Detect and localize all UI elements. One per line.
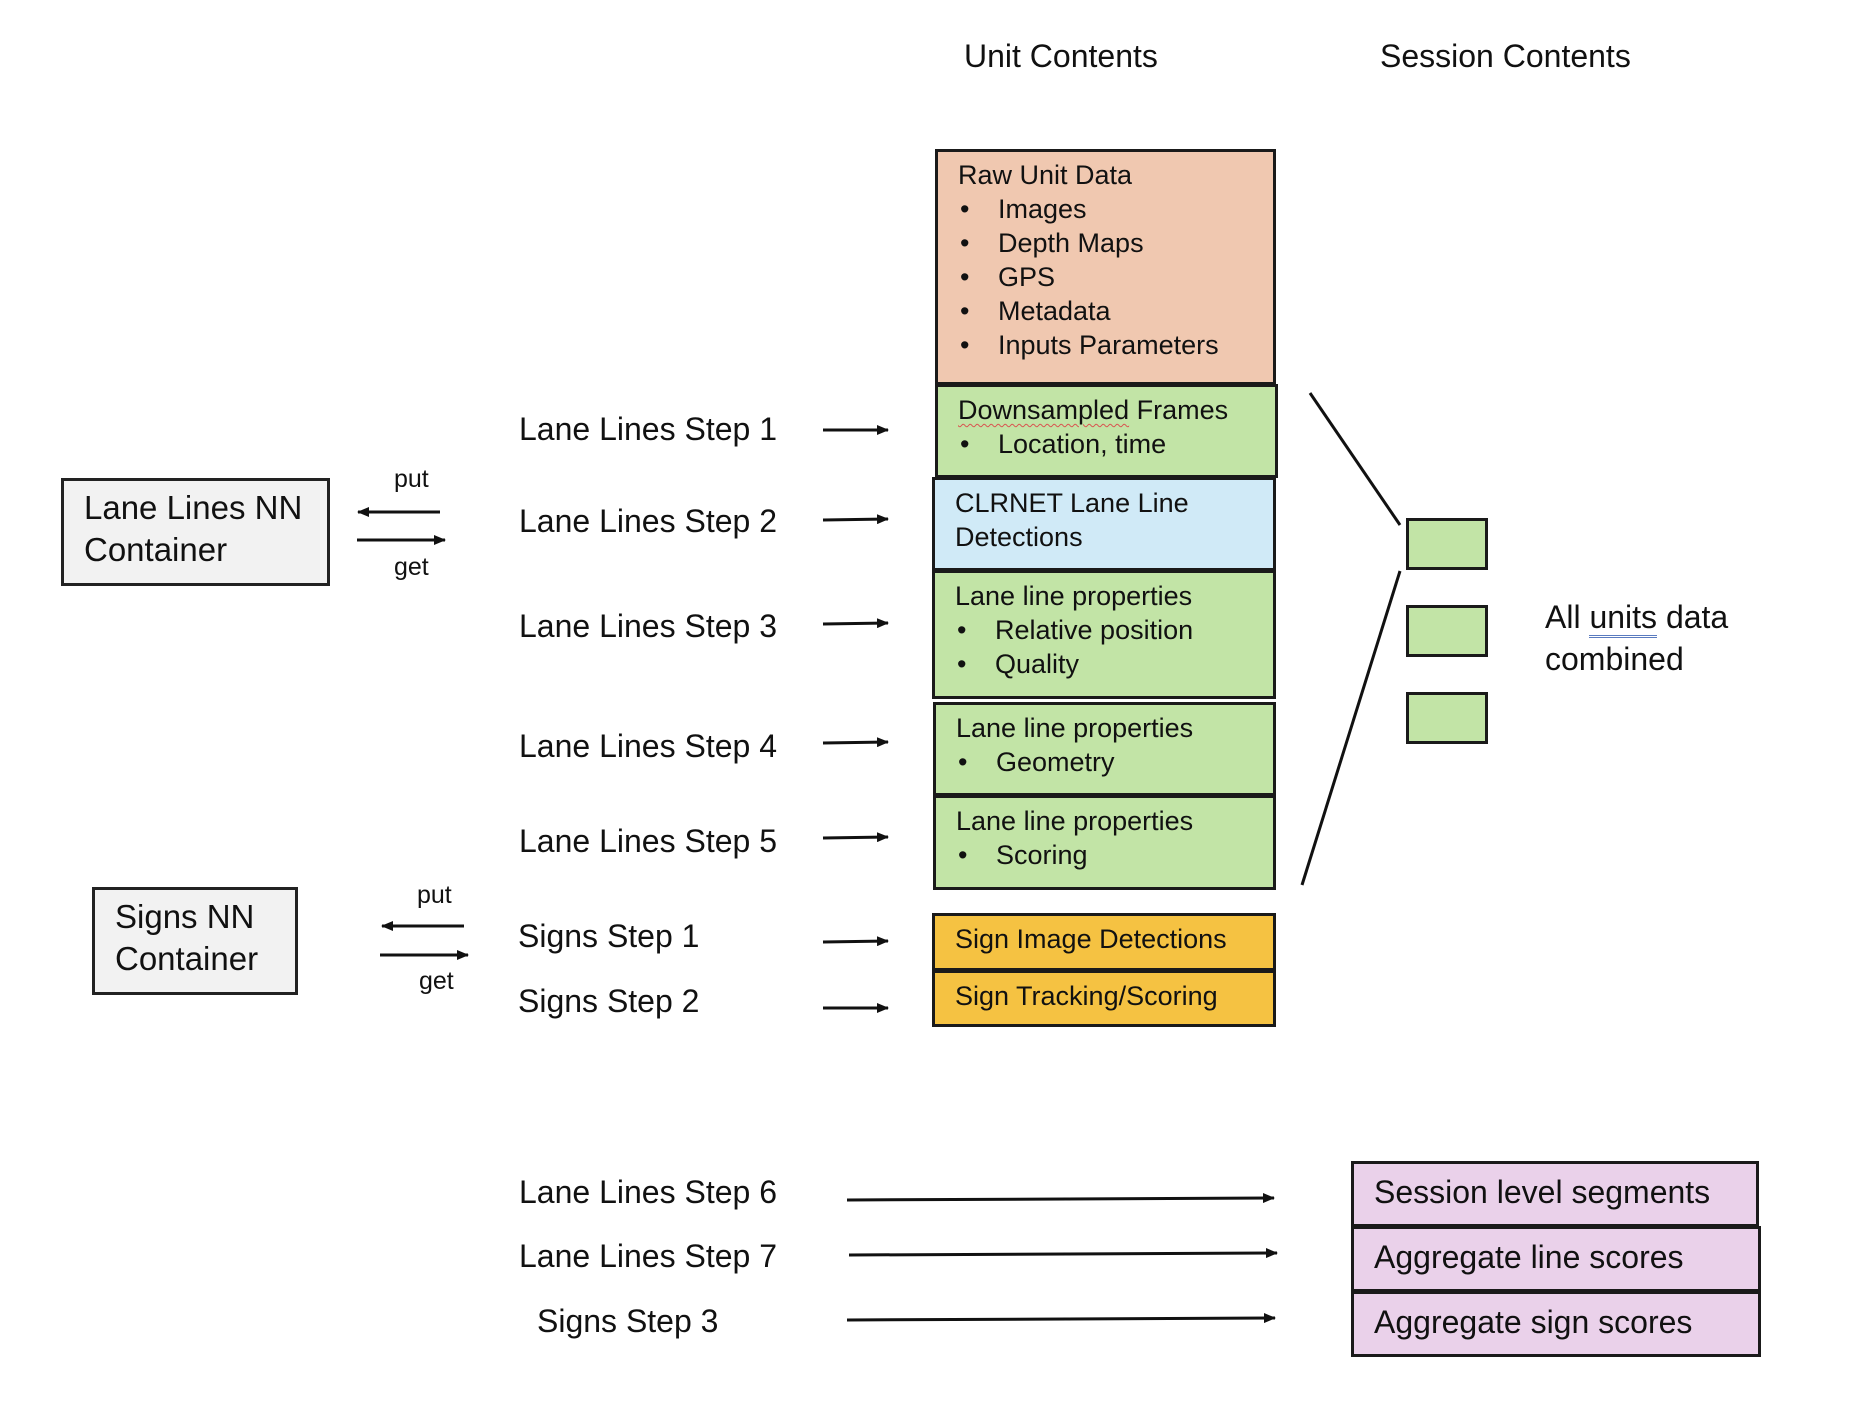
list-item: Inputs Parameters: [958, 328, 1253, 362]
list-item: Images: [958, 192, 1253, 226]
step-arrow: [822, 936, 889, 947]
raw-unit-data-title: Raw Unit Data: [958, 160, 1133, 190]
lane-properties-list: Geometry: [956, 745, 1253, 779]
step-signs-3: Signs Step 3: [537, 1303, 719, 1339]
downsampled-frames-block: Downsampled Frames Location, time: [935, 384, 1278, 478]
list-item: Quality: [955, 647, 1253, 681]
session-contents-header: Session Contents: [1380, 38, 1631, 74]
combined-units-word: units: [1589, 599, 1658, 638]
step-signs-2: Signs Step 2: [518, 983, 700, 1019]
step-arrow: [822, 737, 889, 748]
step-arrow: [822, 618, 889, 629]
raw-unit-data-list: Images Depth Maps GPS Metadata Inputs Pa…: [958, 192, 1253, 362]
container-label-line2: Container: [115, 940, 259, 977]
signs-get-label: get: [419, 967, 454, 995]
combined-line1: All units data: [1545, 596, 1728, 638]
bracket-line: [1308, 392, 1402, 526]
sign-image-detections-label: Sign Image Detections: [955, 924, 1227, 954]
list-item: Metadata: [958, 294, 1253, 328]
session-unit-square: [1406, 605, 1488, 657]
lane-properties-title: Lane line properties: [956, 806, 1194, 836]
sign-image-detections-block: Sign Image Detections: [932, 913, 1276, 971]
step-lane-lines-4: Lane Lines Step 4: [519, 728, 777, 764]
bracket-line: [1300, 570, 1402, 886]
list-item: Depth Maps: [958, 226, 1253, 260]
step-arrow: [822, 832, 889, 843]
session-unit-square: [1406, 692, 1488, 744]
step-lane-lines-5: Lane Lines Step 5: [519, 823, 777, 859]
sign-tracking-scoring-label: Sign Tracking/Scoring: [955, 981, 1218, 1011]
sign-tracking-scoring-block: Sign Tracking/Scoring: [932, 970, 1276, 1027]
clrnet-line1: CLRNET Lane Line: [955, 488, 1189, 518]
session-level-segments-block: Session level segments: [1351, 1161, 1759, 1227]
aggregate-sign-scores-block: Aggregate sign scores: [1351, 1291, 1761, 1357]
step-lane-lines-2: Lane Lines Step 2: [519, 503, 777, 539]
lane-properties-list: Scoring: [956, 838, 1253, 872]
aggregate-line-scores-block: Aggregate line scores: [1351, 1226, 1761, 1292]
combined-pre: All: [1545, 599, 1590, 635]
lane-properties-title: Lane line properties: [956, 713, 1194, 743]
combined-post: data: [1657, 599, 1729, 635]
signs-nn-container: Signs NN Container: [92, 887, 298, 995]
clrnet-detections-block: CLRNET Lane Line Detections: [932, 477, 1276, 571]
raw-unit-data-block: Raw Unit Data Images Depth Maps GPS Meta…: [935, 149, 1276, 385]
aggregate-line-scores-label: Aggregate line scores: [1374, 1239, 1684, 1275]
step-lane-lines-1: Lane Lines Step 1: [519, 411, 777, 447]
downsampled-frames-list: Location, time: [958, 427, 1255, 461]
downsampled-word: Downsampled: [958, 395, 1130, 425]
session-level-segments-label: Session level segments: [1374, 1174, 1711, 1210]
list-item: Geometry: [956, 745, 1253, 779]
list-item: Relative position: [955, 613, 1253, 647]
lane-properties-list: Relative position Quality: [955, 613, 1253, 681]
container-label-line1: Signs NN: [115, 898, 255, 935]
step-arrow: [846, 1313, 1276, 1324]
list-item: Location, time: [958, 427, 1255, 461]
lane-properties-title: Lane line properties: [955, 581, 1193, 611]
signs-put-label: put: [417, 881, 452, 909]
aggregate-sign-scores-label: Aggregate sign scores: [1374, 1304, 1693, 1340]
lane-properties-scoring-block: Lane line properties Scoring: [933, 795, 1276, 890]
step-lane-lines-6: Lane Lines Step 6: [519, 1174, 777, 1210]
container-label-line1: Lane Lines NN: [84, 489, 303, 526]
step-lane-lines-3: Lane Lines Step 3: [519, 608, 777, 644]
step-lane-lines-7: Lane Lines Step 7: [519, 1238, 777, 1274]
lane-put-label: put: [394, 465, 429, 493]
lane-properties-relative-block: Lane line properties Relative position Q…: [932, 570, 1276, 699]
all-units-combined-label: All units data combined: [1545, 596, 1728, 680]
lane-lines-nn-container: Lane Lines NN Container: [61, 478, 330, 586]
container-label-line2: Container: [84, 531, 228, 568]
list-item: Scoring: [956, 838, 1253, 872]
session-unit-square: [1406, 518, 1488, 570]
combined-line2: combined: [1545, 641, 1684, 677]
lane-get-label: get: [394, 553, 429, 581]
clrnet-line2: Detections: [955, 522, 1083, 552]
downsampled-frames-title: Downsampled Frames: [958, 393, 1255, 427]
frames-word: Frames: [1129, 395, 1229, 425]
list-item: GPS: [958, 260, 1253, 294]
step-arrow: [846, 1193, 1275, 1204]
step-arrow: [848, 1248, 1278, 1259]
step-arrow: [822, 514, 889, 525]
unit-contents-header: Unit Contents: [964, 38, 1158, 74]
step-signs-1: Signs Step 1: [518, 918, 700, 954]
lane-properties-geometry-block: Lane line properties Geometry: [933, 702, 1276, 796]
